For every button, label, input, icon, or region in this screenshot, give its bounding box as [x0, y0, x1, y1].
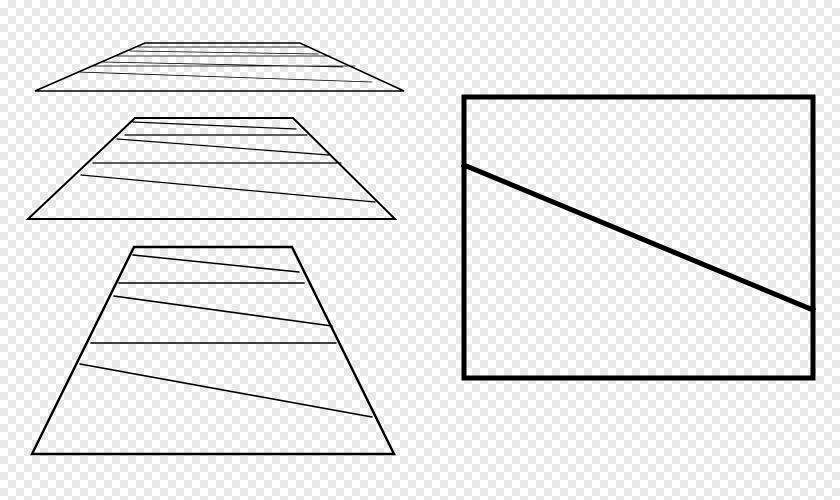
plane-outline: [34, 42, 405, 92]
slanted-rule: [80, 174, 376, 203]
front-view-rectangle: [460, 94, 817, 381]
plane-outline: [25, 117, 398, 220]
far-perspective-plane: [34, 42, 405, 92]
near-perspective-plane: [30, 245, 396, 456]
slanted-rule: [113, 295, 333, 327]
diagonal-line: [460, 161, 817, 314]
slanted-rule: [132, 254, 300, 273]
plane-outline: [30, 245, 396, 456]
mid-perspective-plane: [25, 117, 398, 220]
slanted-rule: [132, 121, 297, 130]
slanted-rule: [77, 71, 373, 83]
rectangle-outline: [461, 94, 816, 381]
slanted-rule: [116, 138, 330, 156]
slanted-rule: [79, 363, 373, 418]
slanted-rule: [129, 50, 319, 55]
